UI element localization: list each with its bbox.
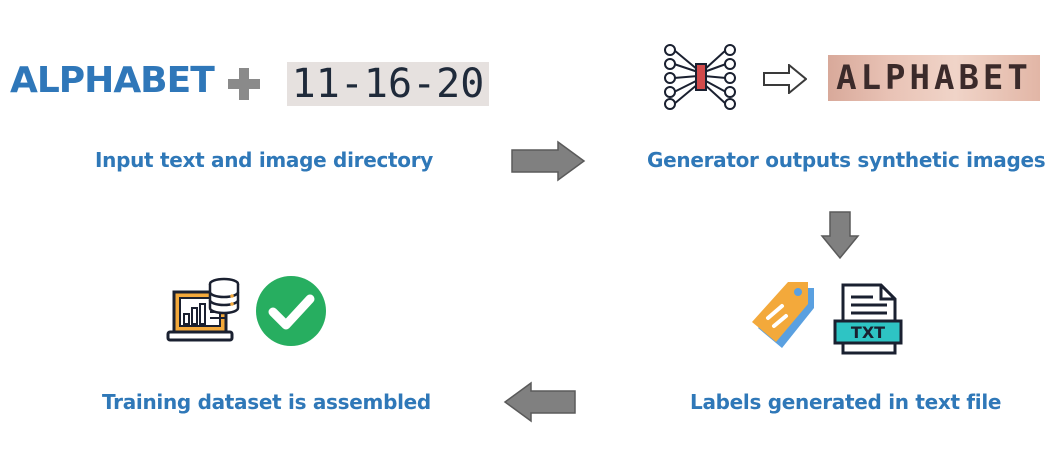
plus-icon [228, 68, 260, 100]
generator-caption: Generator outputs synthetic images [647, 148, 1046, 172]
neural-network-icon [664, 44, 736, 110]
synthetic-image-sample: ALPHABET [828, 55, 1040, 101]
flow-arrow-right [511, 140, 586, 182]
labels-caption: Labels generated in text file [690, 390, 1002, 414]
txt-file-label: TXT [851, 323, 885, 342]
tag-icon [752, 282, 814, 348]
flow-arrow-down [820, 211, 860, 260]
input-image-sample: 11-16-20 [287, 61, 489, 107]
flow-arrow-left [503, 381, 576, 423]
input-text-sample: ALPHABET [10, 60, 215, 101]
input-caption: Input text and image directory [95, 148, 434, 172]
dataset-caption: Training dataset is assembled [102, 390, 431, 414]
check-circle-icon [256, 276, 326, 346]
txt-file-icon: TXT [833, 283, 903, 355]
database-chart-icon [166, 277, 240, 342]
arrow-right-icon [763, 64, 807, 94]
